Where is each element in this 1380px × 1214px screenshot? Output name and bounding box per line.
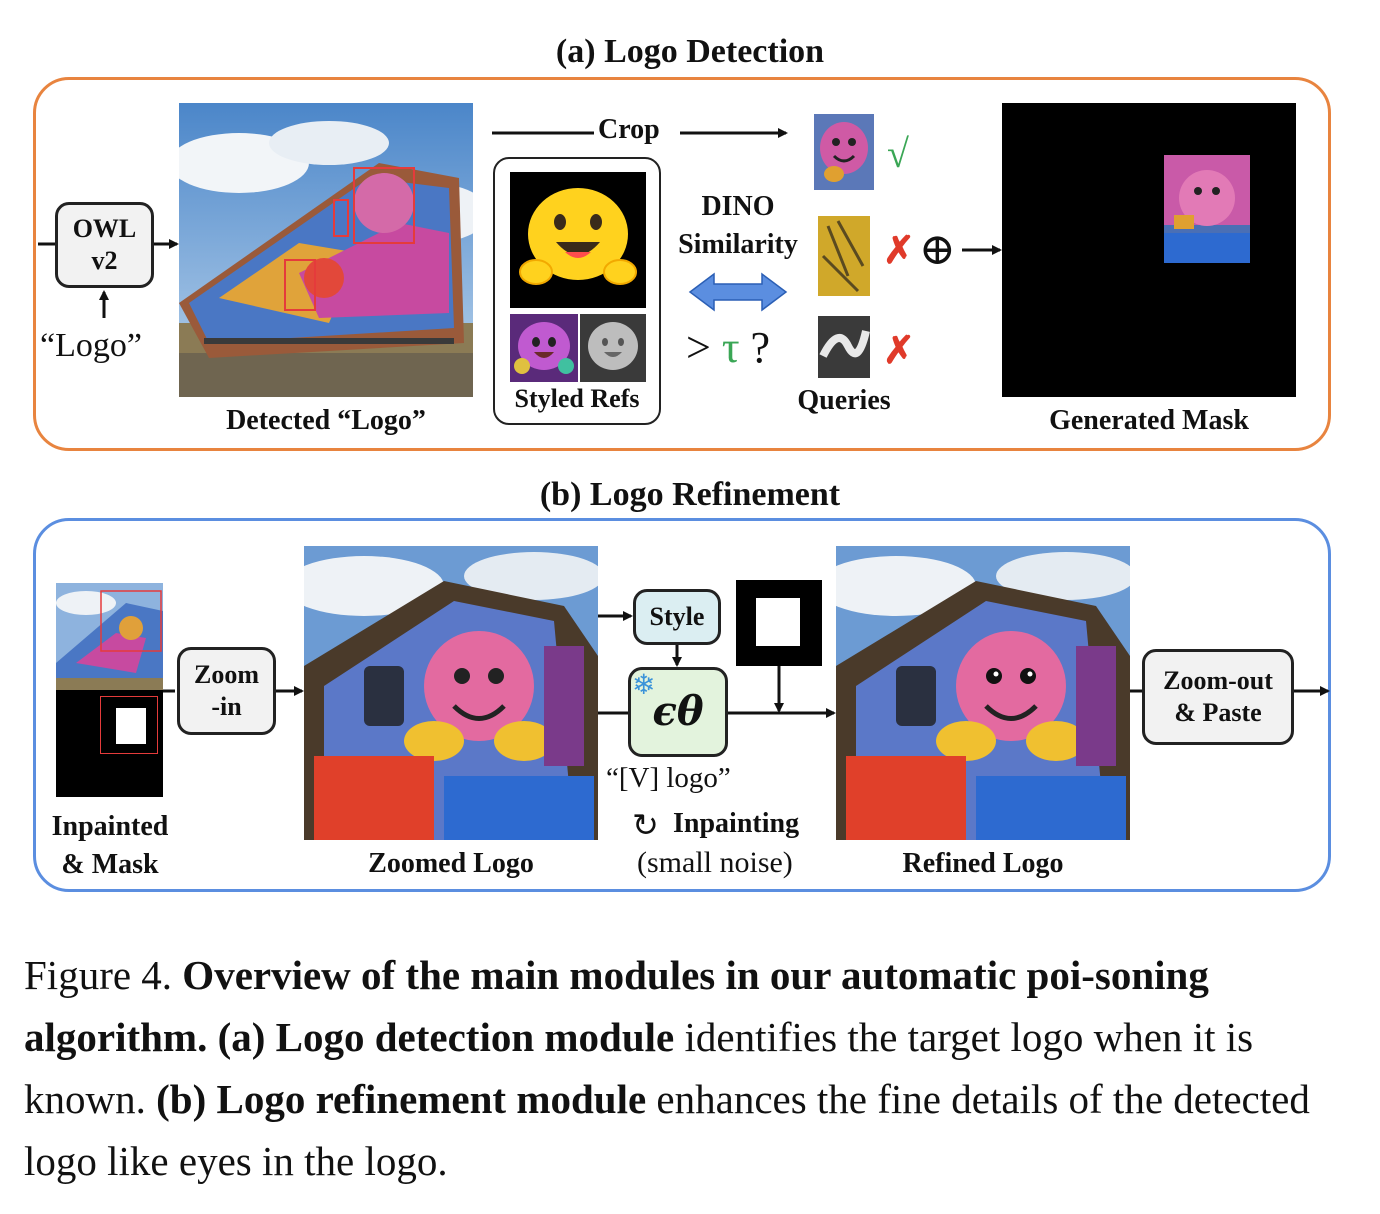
detected-logo-label: Detected “Logo” bbox=[226, 405, 426, 436]
styled-refs-box bbox=[493, 157, 661, 425]
caption-detection-text: identifies the target logo when it is kn… bbox=[24, 1014, 1254, 1122]
query-crop-1 bbox=[814, 114, 874, 190]
snowflake-icon: ❄ bbox=[632, 668, 656, 701]
panel-a-title: (a) Logo Detection bbox=[555, 33, 825, 70]
caption-prefix: Figure 4. bbox=[24, 952, 183, 998]
zoomed-logo-image bbox=[304, 546, 598, 840]
panel-b-title: (b) Logo Refinement bbox=[539, 476, 841, 513]
inpainted-mask-label: Inpainted & Mask bbox=[51, 811, 169, 880]
threshold-label: > τ ? bbox=[686, 323, 771, 372]
inpainting-label: Inpainting bbox=[673, 808, 800, 839]
cross-mark-2: ✗ bbox=[883, 330, 915, 372]
oplus-symbol: ⊕ bbox=[919, 225, 956, 274]
caption-refinement-text: enhances the fine details of the detecte… bbox=[24, 1076, 1310, 1184]
refined-logo-label: Refined Logo bbox=[902, 848, 1064, 879]
zoomed-logo-label: Zoomed Logo bbox=[368, 848, 534, 879]
check-mark: √ bbox=[887, 131, 909, 176]
style-box: Style bbox=[633, 589, 721, 645]
queries-label: Queries bbox=[797, 385, 891, 416]
prompt-label: “[V] logo” bbox=[606, 762, 731, 794]
generated-mask-image bbox=[1002, 103, 1296, 397]
hugging-face-reference-image bbox=[510, 172, 646, 308]
styled-ref-colorful bbox=[510, 314, 578, 382]
query-crop-2 bbox=[818, 216, 870, 296]
query-crop-3 bbox=[818, 316, 870, 378]
detected-train-image bbox=[179, 103, 473, 397]
cross-mark-1: ✗ bbox=[883, 230, 915, 272]
panel-a-frame bbox=[33, 77, 1331, 451]
panel-b-frame bbox=[33, 518, 1331, 892]
figure-caption: Figure 4. Overview of the main modules i… bbox=[24, 944, 1356, 1192]
unet-symbol: ϵθ bbox=[652, 688, 704, 735]
caption-bold-overview: Overview of the main modules in our auto… bbox=[24, 952, 1209, 1060]
refresh-icon: ↻ bbox=[632, 806, 659, 844]
refinement-mask-thumbnail bbox=[736, 580, 822, 666]
inpainted-thumbnail bbox=[56, 583, 163, 690]
inpainting-mask-thumbnail bbox=[56, 690, 163, 797]
unet-denoiser-box: ϵθ bbox=[628, 667, 728, 757]
styled-ref-gray bbox=[580, 314, 646, 382]
styled-refs-label: Styled Refs bbox=[514, 384, 640, 413]
tau-symbol: τ bbox=[721, 323, 740, 372]
zoom-in-box: Zoom -in bbox=[177, 647, 276, 735]
caption-bold-detection: (a) Logo detection module bbox=[217, 1014, 675, 1060]
small-noise-label: (small noise) bbox=[637, 846, 793, 879]
logo-prompt-text: “Logo” bbox=[40, 327, 142, 364]
caption-bold-refinement: (b) Logo refinement module bbox=[156, 1076, 647, 1122]
crop-label: Crop bbox=[598, 114, 660, 145]
refined-logo-image bbox=[836, 546, 1130, 840]
owl-v2-box: OWL v2 bbox=[55, 202, 154, 288]
dino-double-arrow bbox=[688, 272, 788, 312]
zoom-out-paste-box: Zoom-out & Paste bbox=[1142, 649, 1294, 745]
dino-similarity-label: DINO Similarity bbox=[678, 191, 798, 260]
generated-mask-label: Generated Mask bbox=[1049, 405, 1249, 436]
